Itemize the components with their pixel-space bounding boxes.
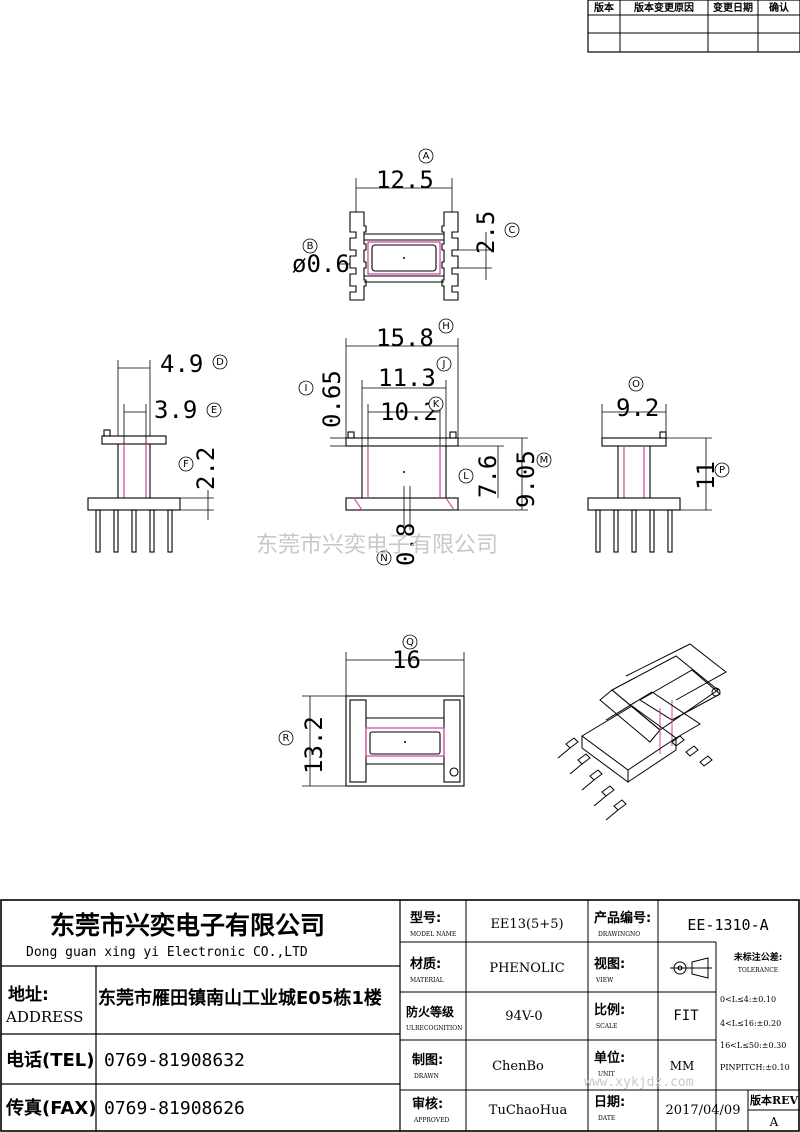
fax-value: 0769-81908626: [104, 1098, 245, 1119]
rev-value: A: [769, 1115, 779, 1129]
dim-q: 16: [392, 646, 421, 674]
approved-label: 审核:: [412, 1096, 443, 1112]
company-watermark: 东莞市兴奕电子有限公司: [256, 533, 498, 558]
revision-table: [587, 0, 800, 53]
bubble-a: A: [423, 151, 430, 162]
material-label-en: MATERIAL: [410, 977, 444, 984]
tolerance-row-3: 16<L≤50:±0.30: [720, 1041, 786, 1050]
address-label-en: ADDRESS: [5, 1008, 83, 1026]
drawn-value: ChenBo: [492, 1059, 544, 1074]
dim-m: 9.05: [512, 450, 540, 508]
dim-i: 0.65: [318, 370, 346, 428]
tolerance-row-1: 0<L≤4:±0.10: [720, 995, 776, 1004]
model-label-en: MODEL NAME: [410, 931, 456, 938]
bubble-d: D: [216, 357, 224, 368]
drawing-no-label: 产品编号:: [594, 910, 651, 926]
title-block: [0, 899, 800, 1132]
rev-header-version: 版本: [594, 1, 615, 14]
address-label-cn: 地址:: [8, 984, 49, 1005]
dim-p: 11: [692, 461, 720, 490]
rev-header-date: 变更日期: [713, 1, 753, 14]
unit-value: MM: [670, 1059, 695, 1073]
company-name-cn: 东莞市兴奕电子有限公司: [50, 911, 325, 940]
view-label: 视图:: [594, 956, 625, 972]
tolerance-row-4: PINPITCH:±0.10: [720, 1063, 790, 1072]
model-label: 型号:: [410, 910, 441, 926]
flame-value: 94V-0: [505, 1009, 542, 1024]
approved-value: TuChaoHua: [489, 1103, 568, 1118]
bubble-n: N: [380, 553, 387, 564]
drawing-no-value: EE-1310-A: [687, 916, 768, 934]
isometric-view: [557, 643, 727, 821]
model-value: EE13(5+5): [490, 917, 563, 932]
rev-header-reason: 版本变更原因: [634, 1, 694, 14]
dim-d: 4.9: [160, 350, 203, 378]
tolerance-title: 未标注公差:: [733, 951, 783, 963]
bubble-r: R: [283, 733, 290, 744]
unit-label-en: UNIT: [598, 1071, 615, 1078]
flame-label: 防火等级: [406, 1004, 454, 1019]
site-watermark: www.xykjdz.com: [584, 1075, 694, 1090]
dim-e: 3.9: [154, 396, 197, 424]
bubble-k: K: [433, 399, 440, 410]
right-side-view: [587, 404, 712, 553]
dim-o: 9.2: [616, 394, 659, 422]
unit-label: 单位:: [594, 1050, 625, 1066]
address-value: 东莞市雁田镇南山工业城E05栋1楼: [98, 987, 382, 1009]
view-label-en: VIEW: [595, 977, 614, 984]
scale-label: 比例:: [594, 1002, 625, 1018]
dim-b: ø0.6: [292, 250, 350, 278]
date-label: 日期:: [594, 1095, 625, 1110]
drawing-no-label-en: DRAWINGNO: [598, 931, 640, 938]
bubble-h: H: [442, 321, 450, 332]
tolerance-title-en: TOLERANCE: [738, 967, 778, 974]
dim-a: 12.5: [376, 166, 434, 194]
top-view: [340, 178, 492, 301]
scale-label-en: SCALE: [596, 1023, 617, 1030]
rev-header-confirm: 确认: [769, 1, 790, 14]
bubble-q: Q: [406, 637, 414, 648]
drawn-label-en: DRAWN: [414, 1073, 439, 1080]
bubble-b: B: [307, 241, 314, 252]
bubble-e: E: [211, 405, 217, 416]
dim-k: 10.2: [380, 398, 438, 426]
date-value: 2017/04/09: [666, 1103, 741, 1118]
bubble-c: C: [509, 225, 516, 236]
bottom-view: [302, 652, 465, 787]
tel-label: 电话(TEL): [6, 1049, 95, 1071]
dim-l: 7.6: [474, 455, 502, 498]
date-label-en: DATE: [598, 1115, 615, 1122]
bubble-l: L: [463, 471, 469, 482]
approved-label-en: APPROVED: [413, 1117, 449, 1124]
material-label: 材质:: [410, 956, 441, 972]
left-side-view: [87, 360, 214, 553]
drawn-label: 制图:: [412, 1052, 443, 1068]
dim-h: 15.8: [376, 324, 434, 352]
material-value: PHENOLIC: [489, 961, 564, 976]
fax-label: 传真(FAX): [5, 1097, 97, 1119]
bubble-o: O: [632, 379, 640, 390]
dim-c: 2.5: [472, 211, 500, 254]
bubble-f: F: [183, 459, 189, 470]
dim-j: 11.3: [378, 364, 436, 392]
company-name-en: Dong guan xing yi Electronic CO.,LTD: [26, 945, 308, 960]
bubble-j: J: [442, 359, 446, 370]
flame-label-en: ULRECOGNITION: [406, 1025, 462, 1032]
dim-f: 2.2: [192, 447, 220, 490]
bubble-m: M: [540, 455, 549, 466]
bubble-p: P: [719, 465, 725, 476]
dim-r: 13.2: [300, 716, 328, 774]
tel-value: 0769-81908632: [104, 1050, 245, 1071]
front-view: [330, 338, 528, 530]
dim-n: 0.8: [392, 523, 420, 566]
bubble-i: I: [305, 383, 308, 394]
tolerance-row-2: 4<L≤16:±0.20: [720, 1019, 781, 1028]
rev-label: 版本REV: [750, 1093, 799, 1107]
scale-value: FIT: [673, 1008, 699, 1024]
bubble-labels: [178, 148, 730, 746]
